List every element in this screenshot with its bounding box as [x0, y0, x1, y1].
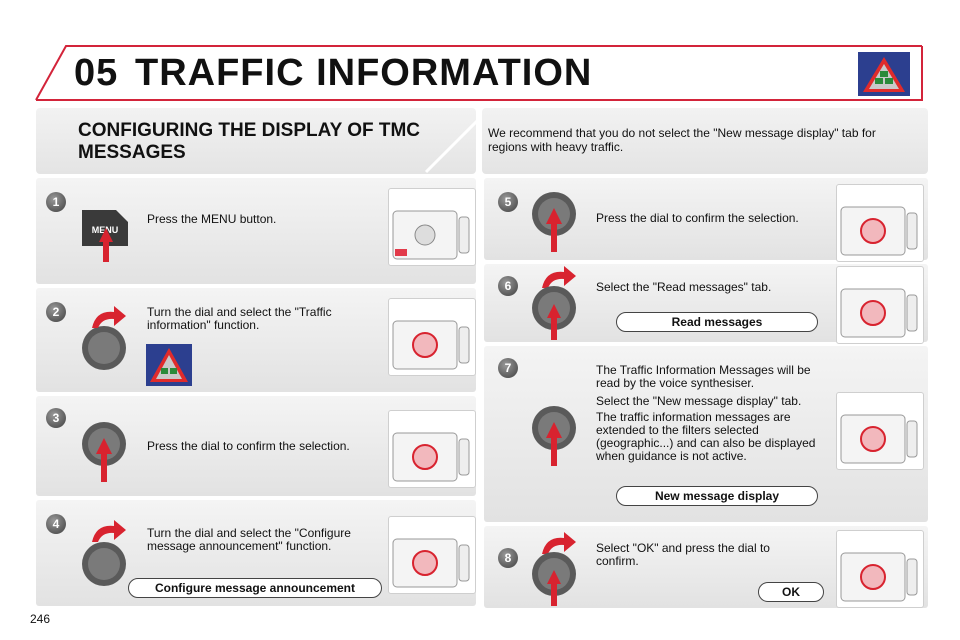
dial-press-icon	[82, 422, 126, 482]
radio-panel-image	[836, 266, 924, 344]
radio-panel-image	[836, 392, 924, 470]
dial-press-icon	[532, 192, 576, 252]
step-number: 6	[498, 276, 518, 296]
step-number: 1	[46, 192, 66, 212]
configure-message-announcement-tab: Configure message announcement	[128, 578, 382, 598]
step-6-text: Select the "Read messages" tab.	[596, 280, 772, 294]
step-7-voice-text: The Traffic Information Messages will be…	[596, 363, 811, 390]
step-number: 8	[498, 548, 518, 568]
turn-arrow-icon	[542, 532, 576, 554]
page-number: 246	[30, 612, 51, 626]
radio-panel-image	[836, 530, 924, 608]
menu-button-icon: MENU	[82, 210, 128, 262]
step-2-text: Turn the dial and select the "Traffic in…	[147, 305, 332, 332]
dial-turn-icon	[82, 542, 126, 586]
turn-arrow-icon	[92, 306, 126, 328]
dial-turn-icon	[82, 326, 126, 370]
radio-panel-image	[836, 184, 924, 262]
step-7-select-text: Select the "New message display" tab.	[596, 394, 802, 408]
radio-panel-image	[388, 298, 476, 376]
turn-arrow-icon	[542, 266, 576, 288]
step-number: 5	[498, 192, 518, 212]
recommendation-note: We recommend that you do not select the …	[488, 126, 876, 154]
turn-arrow-icon	[92, 520, 126, 542]
panel-separator	[424, 110, 488, 174]
dial-press-icon	[532, 406, 576, 466]
section-title: CONFIGURING THE DISPLAY OF TMC MESSAGES	[78, 120, 421, 163]
traffic-info-function-icon	[146, 344, 192, 386]
dial-turn-icon	[532, 286, 576, 340]
new-message-display-tab: New message display	[616, 486, 818, 506]
dial-press-icon	[532, 552, 576, 606]
step-1-text: Press the MENU button.	[147, 212, 277, 226]
read-messages-tab: Read messages	[616, 312, 818, 332]
section-header-panel	[36, 108, 476, 174]
step-7-extended-text: The traffic information messages are ext…	[596, 410, 816, 463]
step-4-text: Turn the dial and select the "Configure …	[147, 526, 351, 553]
step-3-text: Press the dial to confirm the selection.	[147, 439, 350, 453]
step-8-text: Select "OK" and press the dial to confir…	[596, 541, 770, 568]
step-number: 2	[46, 302, 66, 322]
note-panel	[482, 108, 928, 174]
step-5-text: Press the dial to confirm the selection.	[596, 211, 799, 225]
ok-button: OK	[758, 582, 824, 602]
radio-panel-image	[388, 410, 476, 488]
step-number: 7	[498, 358, 518, 378]
header-frame	[35, 45, 923, 101]
radio-panel-image	[388, 516, 476, 594]
step-number: 4	[46, 514, 66, 534]
radio-panel-image	[388, 188, 476, 266]
traffic-warning-icon	[858, 52, 910, 96]
step-number: 3	[46, 408, 66, 428]
chapter-number: 05	[74, 52, 119, 94]
page-title: TRAFFIC INFORMATION	[135, 52, 593, 94]
